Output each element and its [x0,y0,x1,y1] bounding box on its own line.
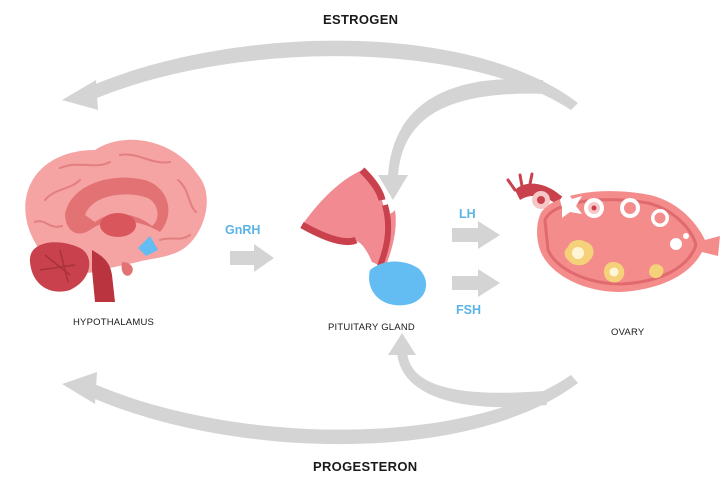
progesteron-label: PROGESTERON [313,459,418,474]
estrogen-feedback-arrows [62,40,578,200]
gnrh-label: GnRH [225,223,261,237]
lh-arrow [452,221,500,249]
pituitary-gland-icon [300,167,427,306]
fsh-arrow [452,269,500,297]
brain-icon [25,139,207,302]
lh-label: LH [459,207,476,221]
pituitary-gland-label: PITUITARY GLAND [328,322,415,333]
estrogen-label: ESTROGEN [323,12,399,27]
hypothalamus-label: HYPOTHALAMUS [73,317,155,328]
progesteron-feedback-arrows [62,333,578,445]
ovary-label: OVARY [611,327,645,338]
gnrh-arrow [230,244,274,272]
ovary-icon [506,172,720,292]
fsh-label: FSH [456,303,481,317]
